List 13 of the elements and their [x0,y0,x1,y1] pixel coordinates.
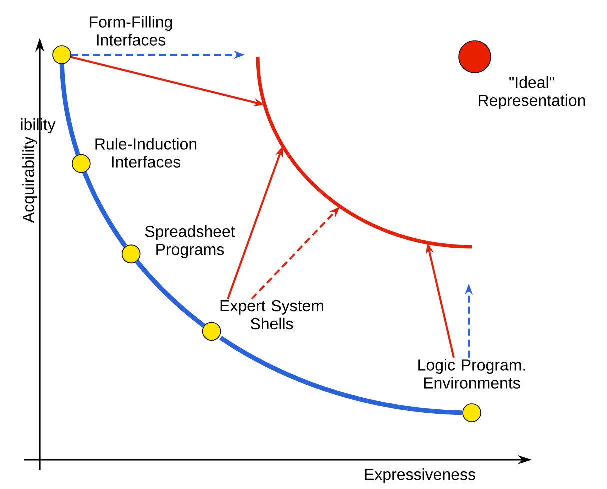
frontier-curve [256,56,472,249]
node-label: Expert System Shells [220,300,324,330]
node-label: "Ideal" Representation [479,76,586,110]
node-label: Spreadsheet Programs [145,226,236,258]
axis-label: Expressiveness [365,468,476,484]
node-label: Rule-Induction Interfaces [96,138,197,168]
axis-label: Acquirability [22,136,38,224]
node-label: Logic Program. Environments [418,359,526,389]
curve-segment [60,62,80,156]
curve-segment [135,260,206,328]
node-label: Form-Filling Interfaces [90,16,172,46]
curve-segment [220,336,463,416]
curve-segment [82,171,128,248]
